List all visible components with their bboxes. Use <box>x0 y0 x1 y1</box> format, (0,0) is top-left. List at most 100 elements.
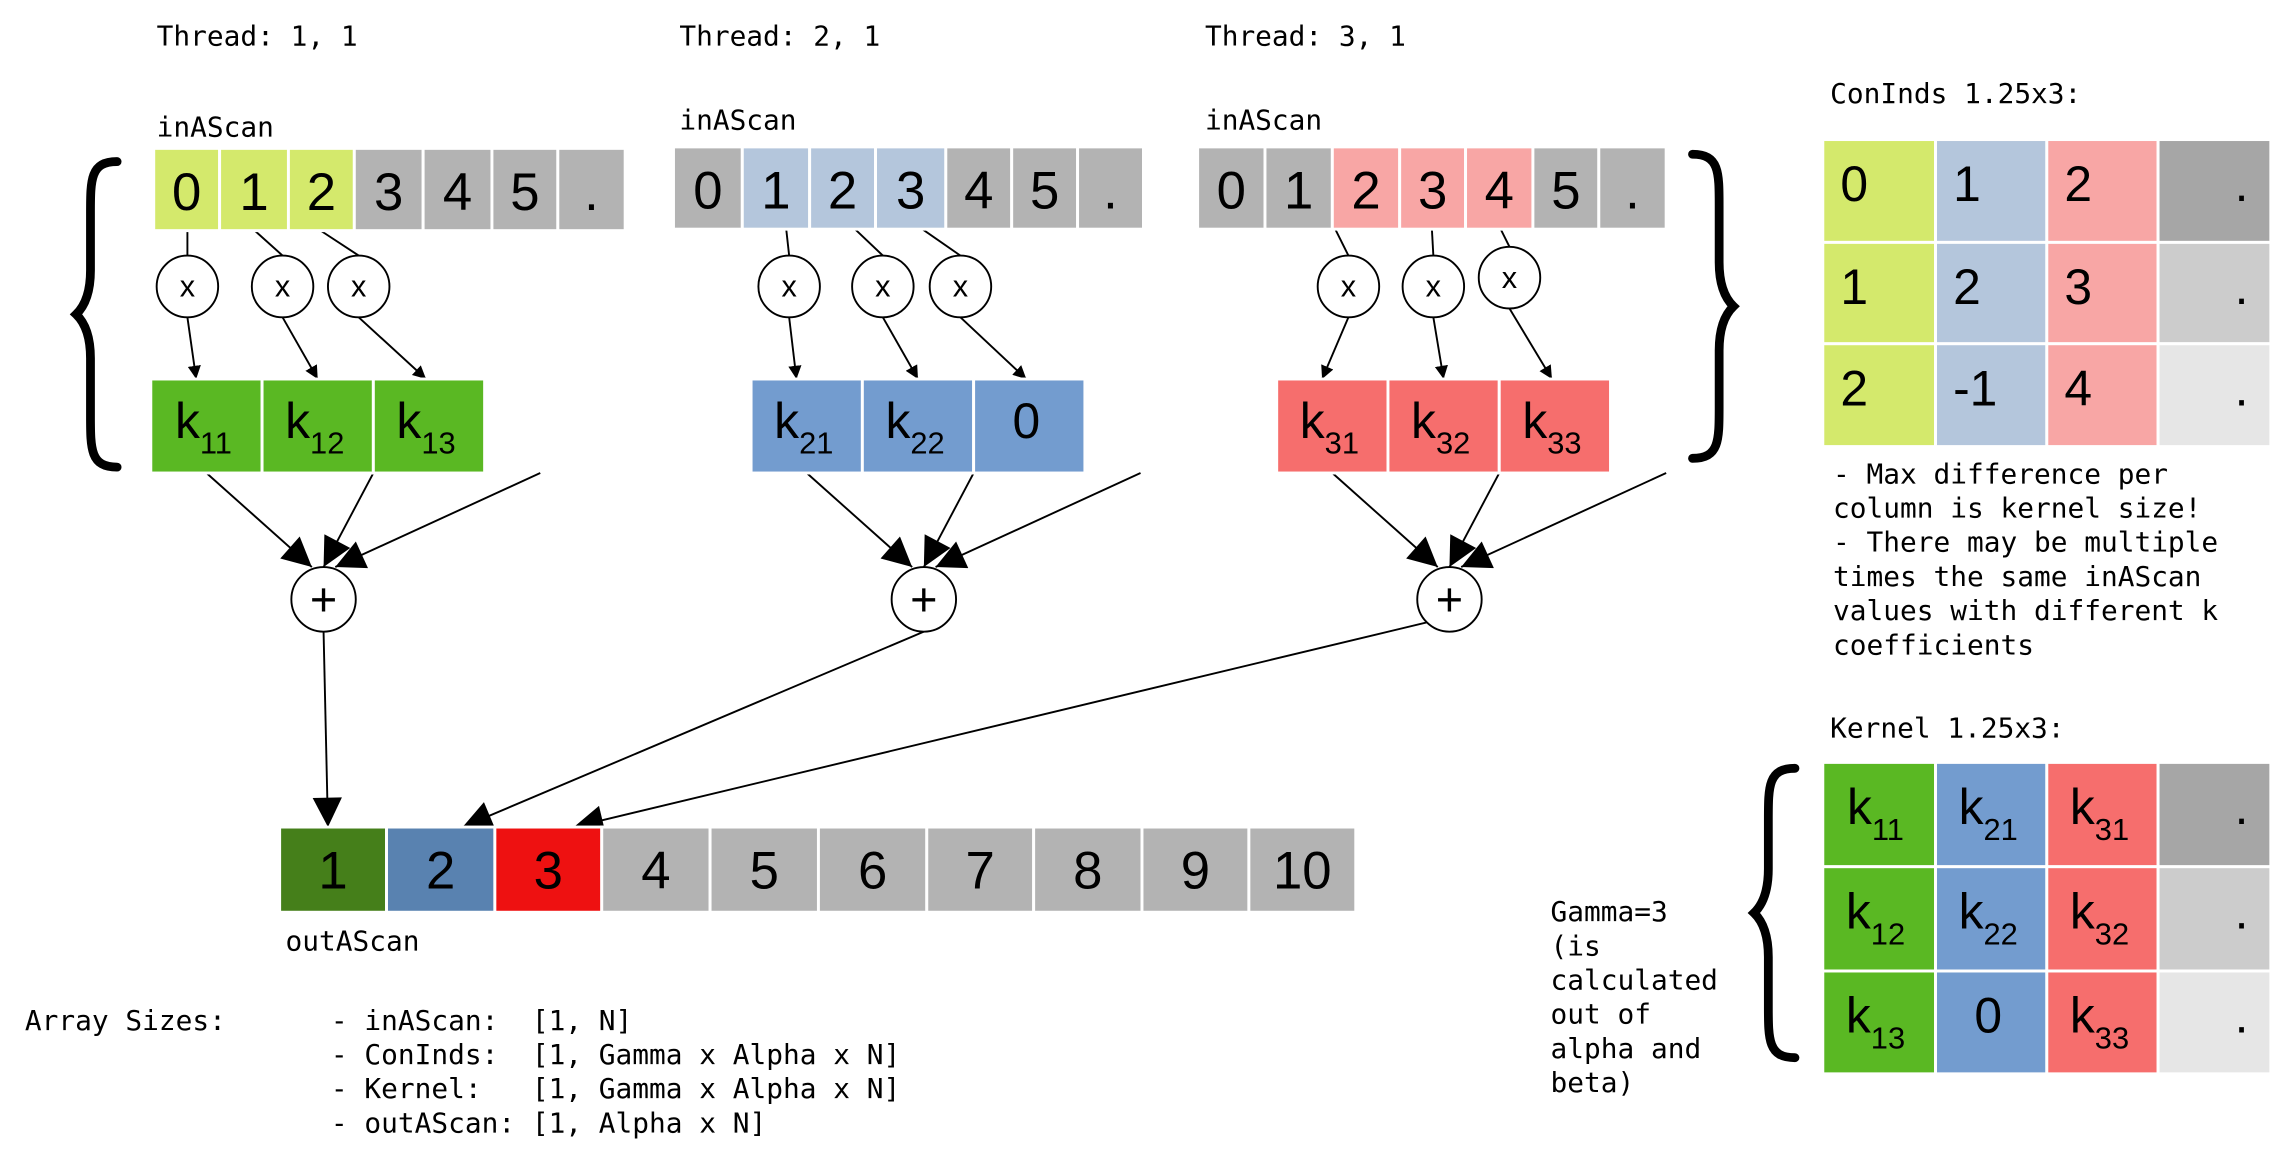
sum-arrow <box>334 472 541 569</box>
kernel-label-sub: 33 <box>1547 426 1581 461</box>
sum-arrow <box>923 472 975 568</box>
outascan-cell-value: 9 <box>1181 842 1210 901</box>
kernel-table-value-sub: 13 <box>1871 1021 1905 1056</box>
output-arrow-1 <box>312 631 342 828</box>
multiply-node <box>155 254 220 319</box>
multiply-arrow <box>186 317 201 380</box>
inascan-cell <box>1010 145 1080 231</box>
coninds-cell-value: . <box>2235 360 2249 416</box>
multiply-symbol: x <box>1426 269 1442 304</box>
kernel-cell <box>1497 377 1612 475</box>
outascan-cell-value: 5 <box>750 842 779 901</box>
kernel-cell <box>972 377 1087 475</box>
kernel-label: k32 <box>1411 393 1470 461</box>
multiply-arrow <box>788 317 802 380</box>
note-line: - There may be multiple <box>1833 526 2218 559</box>
coninds-cell-value: . <box>2235 156 2249 212</box>
kernel-table-value-base: . <box>2235 883 2249 939</box>
connector-line <box>320 229 360 257</box>
inascan-cell-value: 5 <box>510 163 539 222</box>
kernel-table-value-base: k <box>1959 779 1984 835</box>
kernel-label: k31 <box>1300 393 1359 461</box>
inascan-cell-value: 1 <box>1284 162 1313 221</box>
inascan-cell <box>1597 145 1668 231</box>
inascan-cell <box>1330 145 1402 231</box>
multiply-symbol: x <box>1502 260 1518 295</box>
kernel-label-sub: 22 <box>910 426 944 461</box>
outascan-cell <box>816 825 929 914</box>
kernel-label: k21 <box>774 393 833 461</box>
gamma-note-line: alpha and <box>1550 1032 1701 1065</box>
kernel-label: k22 <box>885 393 944 461</box>
kernel-table-value: . <box>2235 883 2249 939</box>
coninds-cell <box>1821 138 1938 244</box>
sum-arrow <box>806 472 913 568</box>
kernel-table-value: k11 <box>1847 779 1904 847</box>
left-brace <box>69 157 122 472</box>
inascan-cell-value: 5 <box>1551 162 1580 221</box>
kernel-label-sub: 12 <box>310 426 344 461</box>
kernel-label-sub: 11 <box>200 426 232 461</box>
kernel-label-base: k <box>396 393 421 449</box>
inascan-label-1: inAScan <box>157 111 274 144</box>
coninds-cell-value: 1 <box>1953 156 1981 212</box>
kernel-table-value-base: k <box>1847 779 1872 835</box>
multiply-symbol: x <box>953 269 969 304</box>
multiply-node <box>1316 254 1381 319</box>
inascan-cell-value: 1 <box>761 162 790 221</box>
outascan-cell-value: 4 <box>641 842 670 901</box>
outascan-cell-value: 10 <box>1273 842 1332 901</box>
thread-title-3: Thread: 3, 1 <box>1205 19 1406 52</box>
sum-symbol: + <box>310 573 337 625</box>
sum-node <box>290 566 357 633</box>
kernel-table-brace <box>1747 763 1800 1063</box>
inascan-cell <box>1196 145 1267 231</box>
inascan-cell-value: 2 <box>307 163 336 222</box>
inascan-cell-value: 4 <box>1485 162 1514 221</box>
array-sizes-label: Array Sizes: <box>25 1004 226 1037</box>
inascan-cell-value: . <box>1103 162 1118 221</box>
coninds-cell <box>2045 138 2160 244</box>
kernel-label-base: k <box>175 393 200 449</box>
multiply-symbol: x <box>351 269 367 304</box>
inascan-cell <box>1531 145 1601 231</box>
multiply-node <box>757 254 821 319</box>
kernel-table-value-sub: 21 <box>1984 812 2018 847</box>
kernel-table-value: k12 <box>1846 883 1905 951</box>
inascan-label-3: inAScan <box>1205 103 1322 136</box>
kernel-table-value-sub: 12 <box>1871 916 1905 951</box>
coninds-cell-value: 0 <box>1840 156 1868 212</box>
note-line: - Max difference per <box>1833 457 2168 490</box>
kernel-table-value-sub: 33 <box>2095 1021 2129 1056</box>
kernel-cell <box>860 377 976 475</box>
connector-line <box>1334 228 1350 257</box>
multiply-arrow <box>281 316 319 380</box>
kernel-cell <box>149 377 264 475</box>
outascan-cell-value: 7 <box>966 842 995 901</box>
outascan-cell-value: 3 <box>534 842 563 901</box>
outascan-cell-value: 1 <box>318 842 347 901</box>
inascan-cell-value: 4 <box>964 162 993 221</box>
kernel-cell <box>371 377 487 475</box>
gamma-note-line: (is <box>1550 929 1600 962</box>
coninds-cell-value: 2 <box>1953 259 1981 315</box>
kernel-label-base: k <box>774 393 799 449</box>
kernel-label-sub: 32 <box>1436 426 1470 461</box>
connector-line <box>1430 229 1435 256</box>
outascan-cell <box>1247 825 1358 914</box>
sum-node <box>1416 566 1483 633</box>
multiply-arrow <box>1321 316 1350 380</box>
coninds-cell <box>1934 240 2049 346</box>
gamma-note-line: Gamma=3 <box>1550 895 1667 928</box>
kernel-table-value: k22 <box>1959 883 2018 951</box>
kernel-table-value-base: . <box>2235 988 2249 1044</box>
coninds-cell <box>2045 342 2160 449</box>
connector-line <box>254 229 284 257</box>
outascan-cell-value: 2 <box>426 842 455 901</box>
kernel-label-base: k <box>1522 393 1547 449</box>
multiply-symbol: x <box>1341 269 1357 304</box>
kernel-table-value: k13 <box>1846 988 1905 1056</box>
multiply-symbol: x <box>275 269 291 304</box>
gamma-note-line: calculated <box>1550 963 1717 996</box>
kernel-table-cell <box>2156 969 2273 1076</box>
